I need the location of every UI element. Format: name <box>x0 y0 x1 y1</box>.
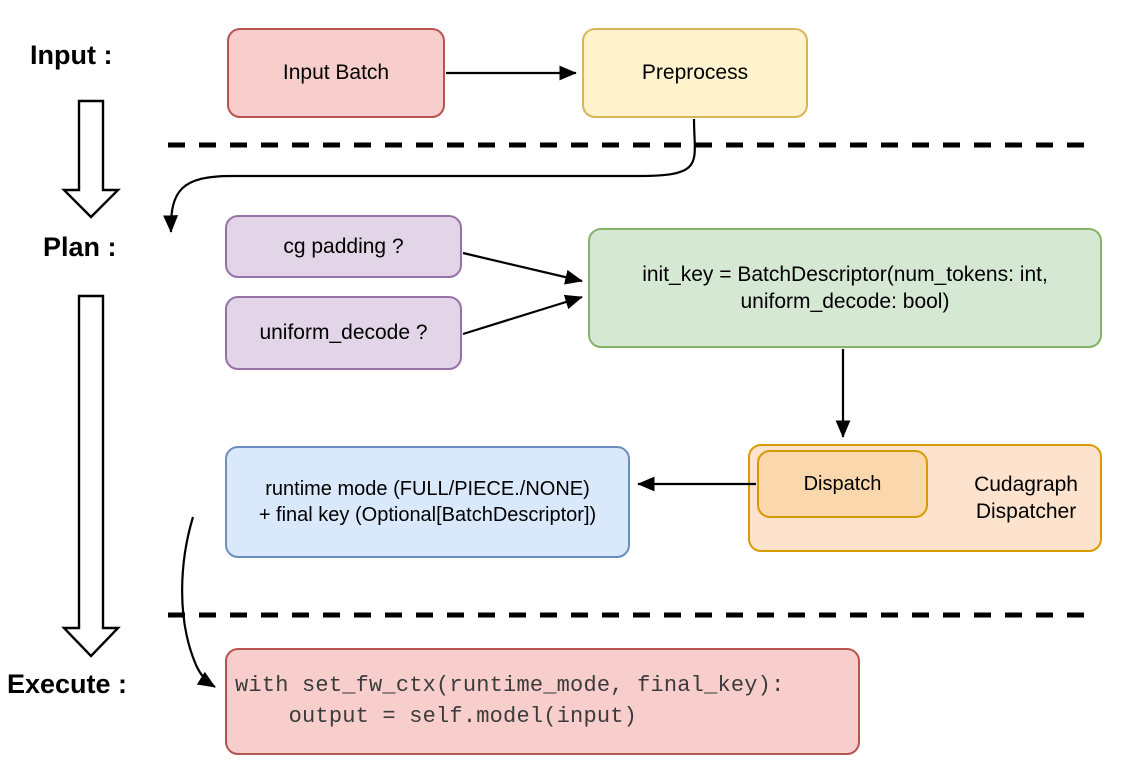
node-preprocess[interactable]: Preprocess <box>582 28 808 118</box>
arrow-runtime-mode-to-execute-code <box>181 516 216 688</box>
node-runtime-mode-label: runtime mode (FULL/PIECE./NONE) + final … <box>258 478 597 526</box>
stage-label-input: Input : <box>30 40 113 70</box>
node-init-key[interactable]: init_key = BatchDescriptor(num_tokens: i… <box>588 228 1102 348</box>
node-dispatch[interactable]: Dispatch <box>757 450 928 518</box>
node-input-batch[interactable]: Input Batch <box>227 28 445 118</box>
node-runtime-mode[interactable]: runtime mode (FULL/PIECE./NONE) + final … <box>225 446 630 558</box>
arrow-cg-padding-to-init-key <box>462 251 583 285</box>
node-cg-padding-label: cg padding ? <box>283 234 404 258</box>
node-execute-code-label: with set_fw_ctx(runtime_mode, final_key)… <box>235 673 785 729</box>
node-input-batch-label: Input Batch <box>282 61 390 85</box>
stage-label-plan: Plan : <box>43 232 117 262</box>
node-init-key-label: init_key = BatchDescriptor(num_tokens: i… <box>642 262 1048 313</box>
stage-label-execute: Execute : <box>7 669 128 699</box>
node-cg-padding[interactable]: cg padding ? <box>225 215 462 278</box>
node-uniform-decode[interactable]: uniform_decode ? <box>225 296 462 370</box>
node-dispatch-label: Dispatch <box>803 473 882 495</box>
arrow-uniform-decode-to-init-key <box>462 294 583 336</box>
node-cudagraph-dispatcher-label: Cudagraph Dispatcher <box>974 472 1078 523</box>
block-arrow-plan-to-execute <box>61 294 121 658</box>
node-preprocess-label: Preprocess <box>641 61 749 85</box>
block-arrow-input-to-plan <box>61 99 121 219</box>
node-execute-code[interactable]: with set_fw_ctx(runtime_mode, final_key)… <box>225 648 860 755</box>
node-uniform-decode-label: uniform_decode ? <box>259 321 428 345</box>
